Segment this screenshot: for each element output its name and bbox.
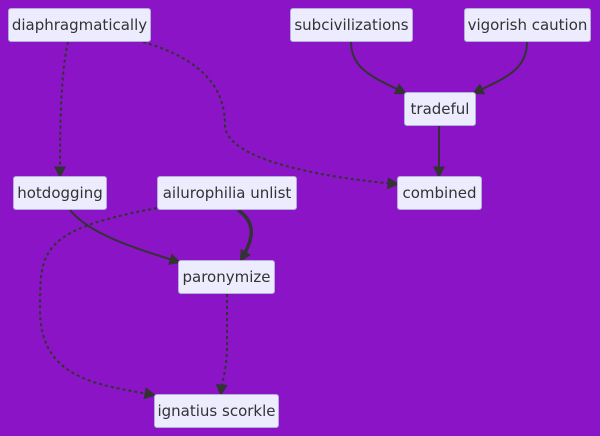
node-combined[interactable]: combined [397, 176, 482, 210]
node-tradeful[interactable]: tradeful [404, 92, 476, 126]
node-label: diaphragmatically [11, 16, 148, 34]
edge-ailurophilia-unlist-to-ignatius-scorkle [38, 207, 158, 400]
node-ignatius-scorkle[interactable]: ignatius scorkle [154, 394, 279, 428]
node-label: ailurophilia unlist [162, 184, 292, 202]
node-label: tradeful [410, 100, 470, 118]
node-ailurophilia-unlist[interactable]: ailurophilia unlist [157, 176, 297, 210]
node-label: hotdogging [17, 184, 103, 202]
node-vigorish-caution[interactable]: vigorish caution [464, 8, 591, 42]
edge-ailurophilia-unlist-to-paronymize [236, 208, 254, 263]
node-label: vigorish caution [467, 16, 588, 34]
edge-diaphragmatically-to-hotdogging [54, 41, 69, 179]
edge-paronymize-to-ignatius-scorkle [215, 294, 228, 397]
node-diaphragmatically[interactable]: diaphragmatically [8, 8, 151, 42]
node-label: ignatius scorkle [157, 402, 276, 420]
edge-vigorish-caution-to-tradeful [471, 41, 528, 95]
edge-diaphragmatically-to-combined [142, 41, 400, 190]
node-paronymize[interactable]: paronymize [178, 260, 275, 294]
node-subcivilizations[interactable]: subcivilizations [290, 8, 413, 42]
edge-subcivilizations-to-tradeful [350, 41, 408, 95]
edge-hotdogging-to-paronymize [69, 209, 182, 265]
node-hotdogging[interactable]: hotdogging [13, 176, 107, 210]
node-label: combined [402, 184, 477, 202]
node-label: subcivilizations [294, 16, 409, 34]
node-label: paronymize [182, 268, 271, 286]
